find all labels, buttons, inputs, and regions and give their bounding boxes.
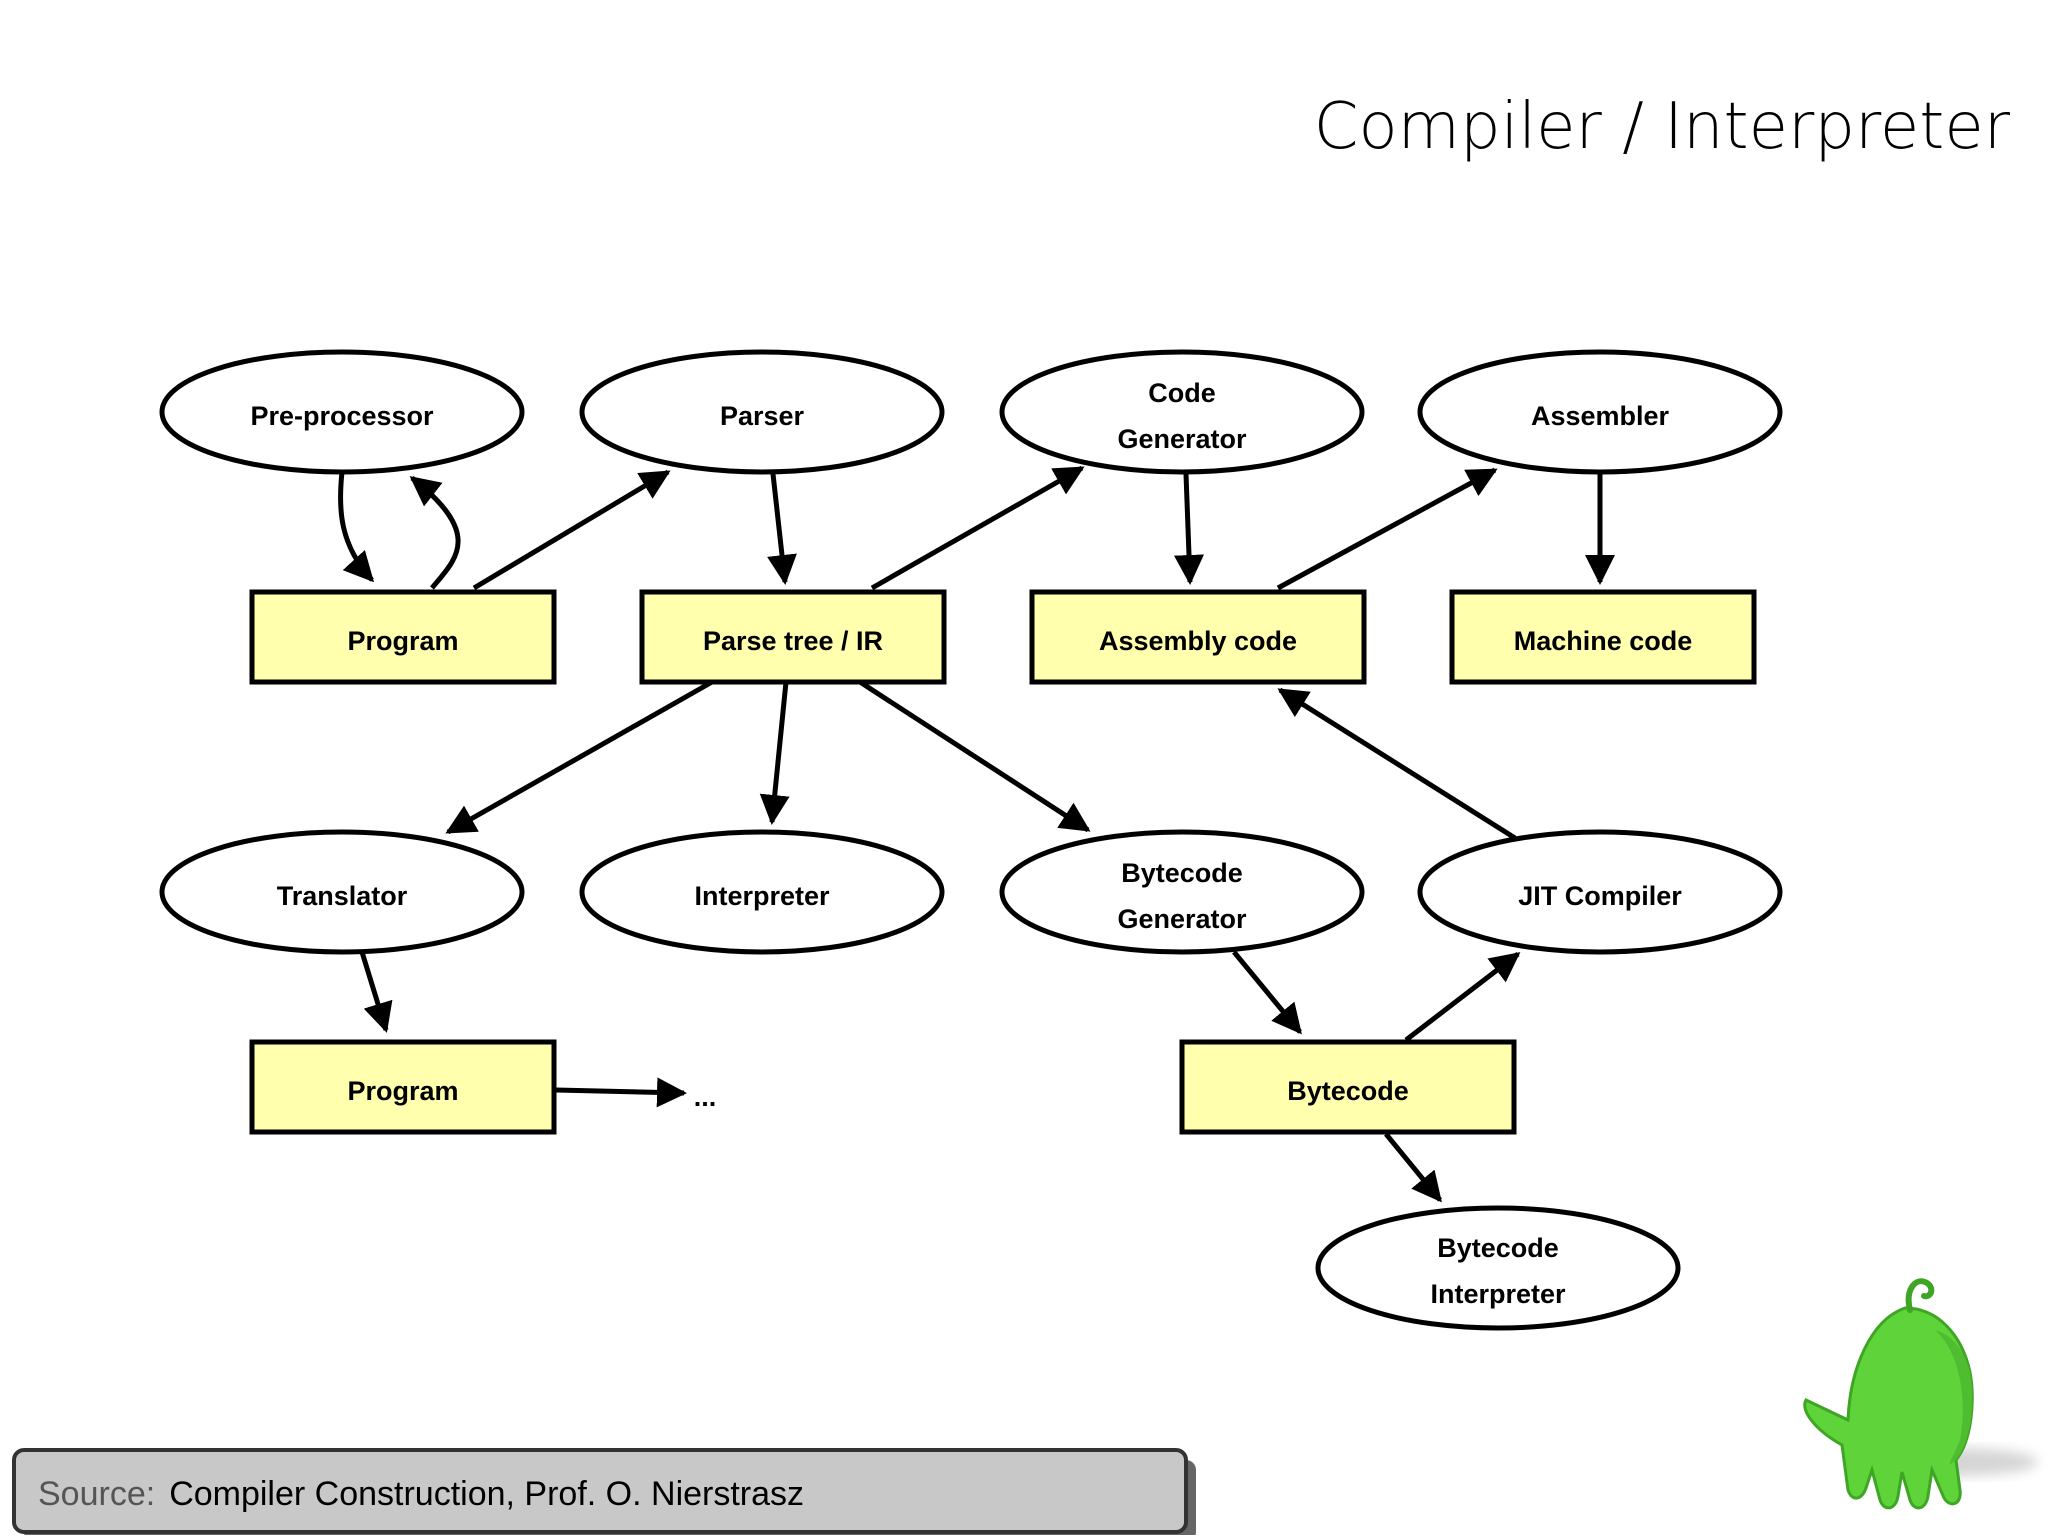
label-parse-tree: Parse tree / IR	[703, 626, 883, 656]
green-ghost-mascot-icon	[1803, 1278, 2038, 1510]
node-assembler	[1417, 349, 1783, 475]
edge-bytecode-to-jit	[1404, 952, 1521, 1042]
label-codegen-line1: Code	[1148, 378, 1216, 408]
ellipse-nodes	[159, 349, 1783, 1331]
node-machine-code	[1449, 589, 1757, 685]
node-code-generator	[999, 349, 1365, 475]
edge-program-to-parser	[472, 469, 671, 591]
label-interpreter: Interpreter	[694, 881, 830, 911]
node-program-top	[249, 589, 557, 685]
node-jit-compiler	[1417, 829, 1783, 955]
edge-program-to-ellipsis	[555, 1077, 687, 1108]
label-ellipsis: ...	[694, 1082, 717, 1112]
node-parse-tree	[639, 589, 947, 685]
label-preprocessor: Pre-processor	[250, 401, 434, 431]
page-title: Compiler / Interpreter	[1314, 90, 2011, 164]
label-byteinterp-line2: Interpreter	[1430, 1279, 1566, 1309]
node-interpreter	[579, 829, 945, 955]
label-parser: Parser	[720, 401, 805, 431]
edge-parsetree-to-interpreter	[759, 681, 790, 825]
node-assembly-code	[1029, 589, 1367, 685]
source-citation: Compiler Construction, Prof. O. Nierstra…	[169, 1475, 804, 1513]
node-preprocessor	[159, 349, 525, 475]
node-labels: Pre-processor Parser Code Generator Asse…	[250, 378, 1692, 1309]
edge-translator-to-program	[359, 951, 393, 1033]
label-machine-code: Machine code	[1514, 626, 1693, 656]
edge-preprocessor-to-program	[338, 471, 375, 583]
node-parser	[579, 349, 945, 475]
edge-bytegen-to-bytecode	[1232, 950, 1302, 1035]
source-prefix: Source:	[38, 1475, 155, 1513]
label-bytegen-line2: Generator	[1117, 904, 1247, 934]
node-bytecode-interpreter	[1315, 1205, 1681, 1331]
edge-jit-to-assembly	[1277, 687, 1517, 841]
label-codegen-line2: Generator	[1117, 424, 1247, 454]
label-program-bottom: Program	[347, 1076, 458, 1106]
node-program-bottom	[249, 1039, 557, 1135]
edge-bytecode-to-byteinterp	[1384, 1132, 1442, 1203]
edge-program-to-preprocessor	[409, 476, 461, 590]
label-bytecode: Bytecode	[1287, 1076, 1409, 1106]
node-bytecode	[1179, 1039, 1517, 1135]
edge-assembly-to-assembler	[1276, 467, 1498, 591]
label-program-top: Program	[347, 626, 458, 656]
label-byteinterp-line1: Bytecode	[1437, 1233, 1559, 1263]
node-bytecode-generator	[999, 829, 1365, 955]
edge-parsetree-to-codegen	[870, 465, 1085, 591]
source-banner: Source: Compiler Construction, Prof. O. …	[12, 1448, 1196, 1540]
edge-parsetree-to-translator	[445, 679, 714, 835]
edge-parsetree-to-bytegen	[858, 679, 1091, 833]
source-text: Source: Compiler Construction, Prof. O. …	[38, 1475, 804, 1513]
label-jit-compiler: JIT Compiler	[1518, 881, 1682, 911]
box-nodes	[249, 589, 1757, 1135]
edge-parser-to-parsetree	[767, 473, 797, 585]
label-bytegen-line1: Bytecode	[1121, 858, 1243, 888]
label-translator: Translator	[277, 881, 408, 911]
node-translator	[159, 829, 525, 955]
label-assembler: Assembler	[1531, 401, 1670, 431]
edge-codegen-to-assembly	[1174, 473, 1204, 585]
edges	[338, 465, 1615, 1203]
label-assembly-code: Assembly code	[1099, 626, 1297, 656]
